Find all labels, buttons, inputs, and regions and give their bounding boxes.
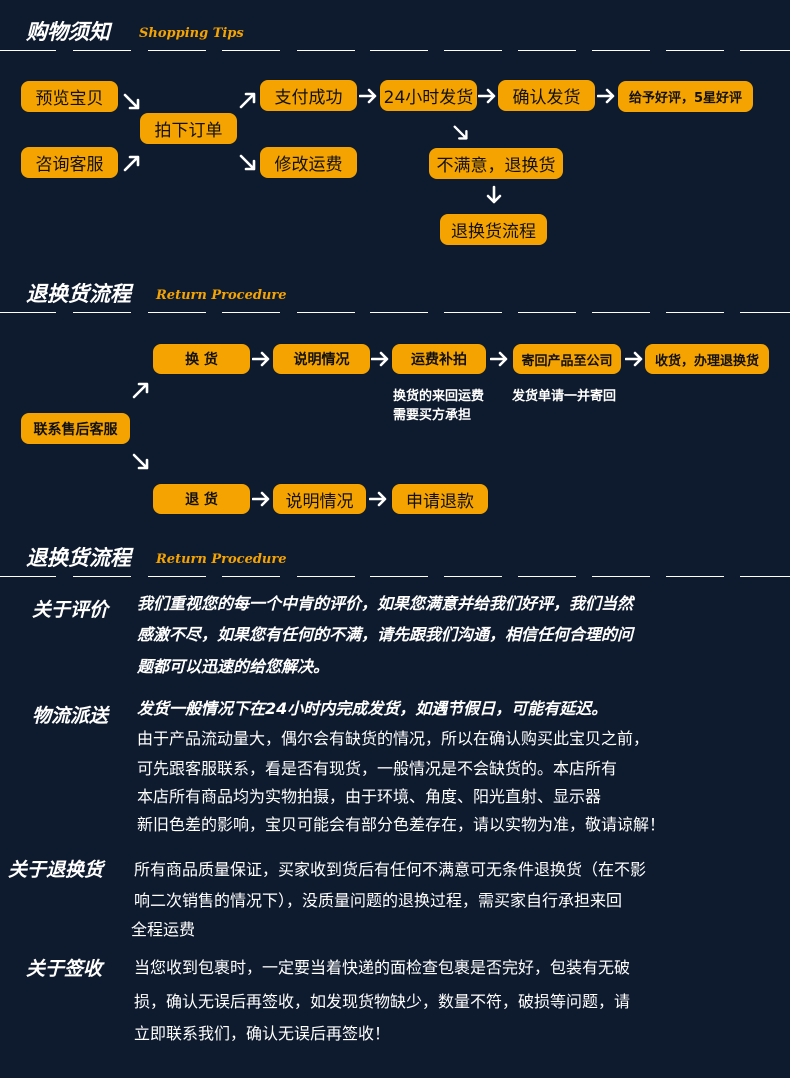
step-confirm-ship: 确认发货 bbox=[498, 80, 595, 111]
arrow-right-icon bbox=[369, 491, 387, 507]
logistics-text-line: 本店所有商品均为实物拍摄，由于环境、角度、阳光直射、显示器 bbox=[137, 787, 602, 806]
logistics-text-line: 可先跟客服联系，看是否有现货，一般情况是不会缺货的。本店所有 bbox=[137, 759, 618, 778]
logistics-text-line: 由于产品流动量大，偶尔会有缺货的情况，所以在确认购买此宝贝之前， bbox=[137, 729, 650, 748]
arrow-right-icon bbox=[478, 88, 496, 104]
step-modify-fee: 修改运费 bbox=[260, 147, 357, 178]
note-invoice: 发货单请一并寄回 bbox=[512, 389, 617, 404]
sign-text-line: 损，确认无误后再签收，如发现货物缺少，数量不符，破损等问题，请 bbox=[134, 992, 631, 1011]
section-title-return: 退换货流程 bbox=[26, 282, 131, 306]
arrow-right-icon bbox=[625, 351, 643, 367]
section-subtitle-return-2: Return Procedure bbox=[156, 552, 287, 567]
arrow-right-icon bbox=[252, 491, 270, 507]
step-paid: 支付成功 bbox=[260, 80, 357, 111]
sign-text-line: 立即联系我们，确认无误后再签收！ bbox=[134, 1024, 391, 1043]
sign-text-line: 当您收到包裹时，一定要当着快递的面检查包裹是否完好，包装有无破 bbox=[134, 958, 631, 977]
arrow-up-right-icon bbox=[239, 92, 256, 109]
arrow-down-right-icon bbox=[239, 154, 256, 171]
step-ship-24h: 24小时发货 bbox=[380, 80, 477, 111]
step-apply-refund: 申请退款 bbox=[392, 484, 488, 514]
review-text-line: 我们重视您的每一个中肯的评价，如果您满意并给我们好评，我们当然 bbox=[137, 594, 634, 613]
section-title-return-2: 退换货流程 bbox=[26, 546, 131, 570]
arrow-down-right-icon bbox=[132, 453, 149, 470]
section-subtitle-return: Return Procedure bbox=[156, 288, 287, 303]
step-send-back: 寄回产品至公司 bbox=[513, 344, 621, 374]
label-return: 关于退换货 bbox=[8, 859, 104, 881]
arrow-up-right-icon bbox=[123, 155, 140, 172]
label-review: 关于评价 bbox=[32, 599, 109, 621]
logistics-text-line: 发货一般情况下在24小时内完成发货，如遇节假日，可能有延迟。 bbox=[137, 699, 608, 718]
step-fee-addon: 运费补拍 bbox=[392, 344, 486, 374]
step-contact-service: 联系售后客服 bbox=[21, 413, 130, 444]
arrow-down-icon bbox=[486, 185, 502, 204]
step-good-review: 给予好评，5星好评 bbox=[618, 81, 753, 112]
step-preview: 预览宝贝 bbox=[21, 81, 118, 112]
arrow-down-right-icon bbox=[123, 93, 140, 110]
note-exchange-fee-line1: 换货的来回运费 bbox=[393, 389, 485, 404]
arrow-right-icon bbox=[490, 351, 508, 367]
step-receive: 收货，办理退换货 bbox=[645, 344, 769, 374]
label-logistics: 物流派送 bbox=[32, 705, 109, 727]
section-title-shopping: 购物须知 bbox=[26, 20, 110, 44]
arrow-right-icon bbox=[371, 351, 389, 367]
step-unsatisfied: 不满意，退换货 bbox=[429, 148, 563, 179]
step-return-flow: 退换货流程 bbox=[440, 214, 547, 245]
return-text-line: 全程运费 bbox=[131, 920, 196, 939]
arrow-right-icon bbox=[359, 88, 377, 104]
return-text-line: 响二次销售的情况下），没质量问题的退换过程，需买家自行承担来回 bbox=[134, 891, 623, 910]
step-exchange: 换 货 bbox=[153, 344, 250, 374]
step-explain-refund: 说明情况 bbox=[273, 484, 366, 514]
step-refund: 退 货 bbox=[153, 484, 250, 514]
review-text-line: 题都可以迅速的给您解决。 bbox=[137, 657, 330, 676]
step-explain: 说明情况 bbox=[273, 344, 370, 374]
return-text-line: 所有商品质量保证，买家收到货后有任何不满意可无条件退换货（在不影 bbox=[134, 860, 647, 879]
label-sign: 关于签收 bbox=[26, 958, 103, 980]
step-place-order: 拍下订单 bbox=[140, 113, 237, 144]
section-subtitle-shopping: Shopping Tips bbox=[139, 26, 244, 41]
logistics-text-line: 新旧色差的影响，宝贝可能会有部分色差存在，请以实物为准，敬请谅解！ bbox=[137, 815, 666, 834]
step-consult: 咨询客服 bbox=[21, 147, 118, 178]
arrow-right-icon bbox=[252, 351, 270, 367]
note-exchange-fee-line2: 需要买方承担 bbox=[393, 408, 472, 423]
arrow-right-icon bbox=[597, 88, 615, 104]
arrow-up-right-icon bbox=[132, 382, 149, 399]
arrow-down-right-icon bbox=[453, 125, 468, 140]
review-text-line: 感激不尽，如果您有任何的不满，请先跟我们沟通，相信任何合理的问 bbox=[137, 625, 634, 644]
